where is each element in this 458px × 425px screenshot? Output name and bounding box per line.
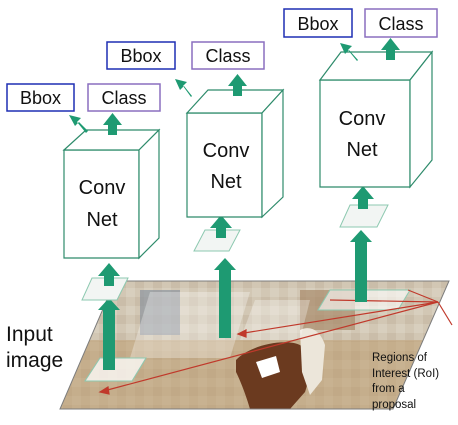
up-arrow-icon — [228, 74, 247, 96]
class-label: Class — [378, 14, 423, 34]
class-label: Class — [205, 46, 250, 66]
class-output-box: Class — [191, 41, 265, 70]
up-arrow-icon — [103, 113, 122, 135]
pooled-roi-square — [193, 229, 241, 252]
up-arrow-icon — [214, 258, 236, 338]
net-label: Net — [346, 139, 378, 161]
roi-caption: Regions of Interest (RoI) from a proposa… — [372, 351, 456, 413]
up-arrow-icon — [381, 38, 400, 60]
class-output-box: Class — [87, 83, 161, 112]
net-label: Net — [86, 209, 118, 231]
conv-net-cube — [185, 88, 285, 219]
input-label-line: Input — [6, 323, 53, 346]
class-label: Class — [101, 88, 146, 108]
conv-label: Conv — [339, 108, 386, 130]
diagonal-arrow-icon — [340, 43, 358, 61]
up-arrow-icon — [210, 215, 232, 238]
diagonal-arrow-icon — [175, 79, 192, 97]
roi-label-line: Interest (RoI) — [372, 367, 440, 380]
bbox-output-box: Bbox — [106, 41, 176, 70]
input-label-line: image — [6, 349, 64, 372]
pooled-roi-square — [339, 204, 389, 228]
up-arrow-icon — [98, 298, 120, 370]
roi-label-line: Regions of — [372, 352, 427, 364]
up-arrow-icon — [98, 263, 120, 286]
conv-net-cube — [62, 128, 161, 260]
conv-net-cube — [318, 50, 434, 189]
bbox-label: Bbox — [120, 46, 161, 66]
input-image-label: Input image — [6, 322, 63, 374]
bbox-label: Bbox — [20, 88, 61, 108]
conv-label: Conv — [203, 140, 250, 162]
diagonal-arrow-icon — [69, 115, 88, 133]
roi-pointer-lines — [98, 289, 453, 395]
pooled-roi-square — [81, 277, 129, 301]
roi-label-line: from a — [372, 383, 405, 395]
roi-square — [84, 357, 147, 382]
conv-label: Conv — [79, 177, 126, 199]
up-arrow-icon — [352, 186, 374, 209]
roi-label-line: proposal — [372, 398, 417, 411]
net-label: Net — [210, 171, 242, 193]
class-output-box: Class — [364, 8, 438, 38]
bbox-output-box: Bbox — [6, 83, 75, 112]
up-arrow-icon — [350, 230, 372, 302]
bbox-output-box: Bbox — [283, 8, 353, 38]
bbox-label: Bbox — [297, 14, 338, 34]
